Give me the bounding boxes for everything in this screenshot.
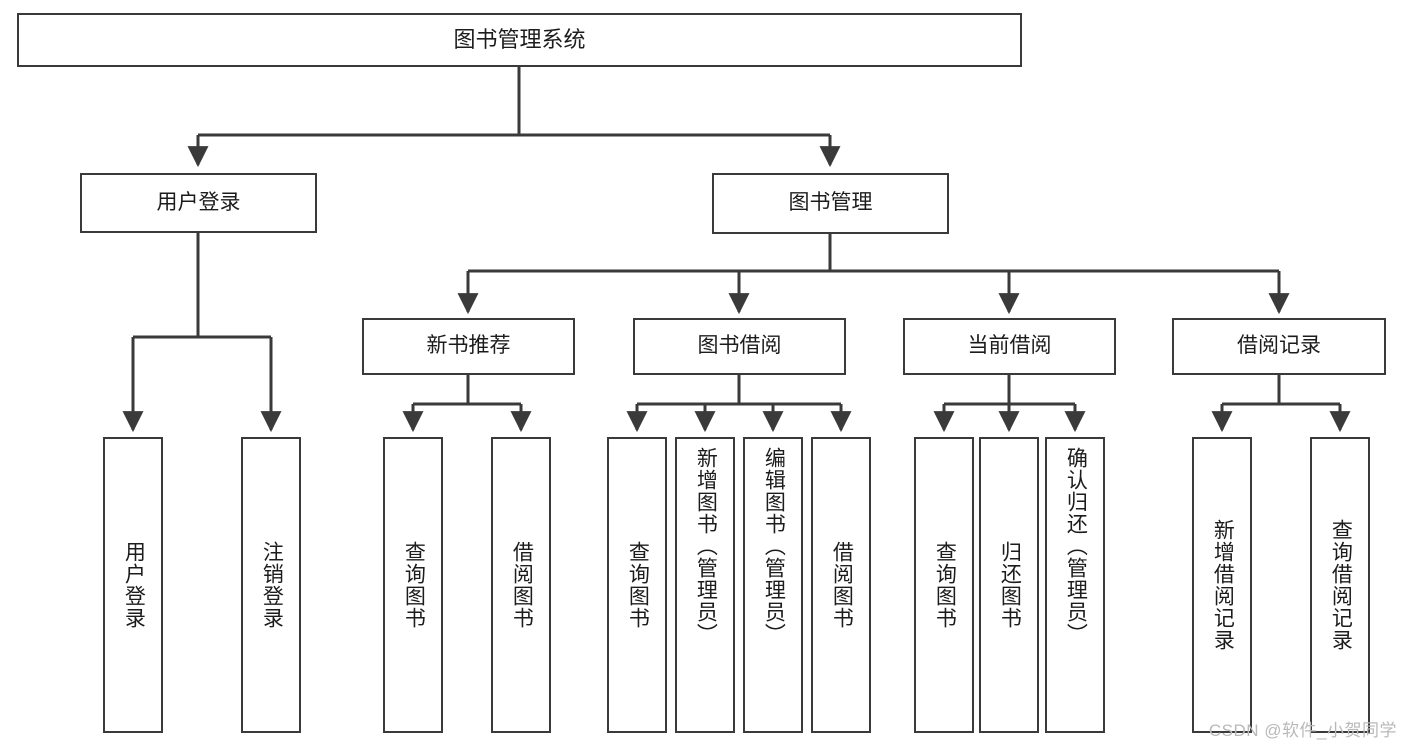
leaf-query-book-current[interactable]: 查询图书 (914, 437, 974, 733)
leaf-borrow-book-recommend[interactable]: 借阅图书 (491, 437, 551, 733)
leaf-label: 注销登录 (260, 541, 284, 629)
leaf-label: 新增借阅记录 (1211, 519, 1235, 651)
node-book-management[interactable]: 图书管理 (712, 173, 949, 234)
leaf-query-borrow-record[interactable]: 查询借阅记录 (1310, 437, 1370, 733)
leaf-borrow-book-borrow[interactable]: 借阅图书 (811, 437, 871, 733)
leaf-label: 归还图书 (998, 541, 1022, 629)
leaf-user-login[interactable]: 用户登录 (103, 437, 163, 733)
leaf-label: 借阅图书 (510, 541, 534, 629)
leaf-label: 查询图书 (626, 541, 650, 629)
leaf-label: 借阅图书 (830, 541, 854, 629)
leaf-label: 确认归还（管理员） (1064, 447, 1088, 645)
leaf-add-borrow-record[interactable]: 新增借阅记录 (1192, 437, 1252, 733)
node-user-login[interactable]: 用户登录 (80, 173, 317, 233)
node-book-borrow[interactable]: 图书借阅 (633, 318, 846, 375)
node-new-book-recommend[interactable]: 新书推荐 (362, 318, 575, 375)
node-root-system[interactable]: 图书管理系统 (17, 13, 1022, 67)
leaf-label: 新增图书（管理员） (694, 447, 718, 645)
leaf-label: 查询图书 (933, 541, 957, 629)
leaf-label: 编辑图书（管理员） (762, 447, 786, 645)
leaf-label: 用户登录 (122, 541, 146, 629)
leaf-confirm-return-admin[interactable]: 确认归还（管理员） (1045, 437, 1105, 733)
leaf-logout[interactable]: 注销登录 (241, 437, 301, 733)
leaf-add-book-admin[interactable]: 新增图书（管理员） (675, 437, 735, 733)
leaf-edit-book-admin[interactable]: 编辑图书（管理员） (743, 437, 803, 733)
leaf-label: 查询借阅记录 (1329, 519, 1353, 651)
leaf-return-book[interactable]: 归还图书 (979, 437, 1039, 733)
node-current-borrow[interactable]: 当前借阅 (903, 318, 1116, 375)
csdn-watermark: CSDN @软件_小贺同学 (1208, 721, 1397, 740)
leaf-query-book-borrow[interactable]: 查询图书 (607, 437, 667, 733)
leaf-query-book-recommend[interactable]: 查询图书 (383, 437, 443, 733)
node-borrow-record[interactable]: 借阅记录 (1172, 318, 1386, 375)
leaf-label: 查询图书 (402, 541, 426, 629)
